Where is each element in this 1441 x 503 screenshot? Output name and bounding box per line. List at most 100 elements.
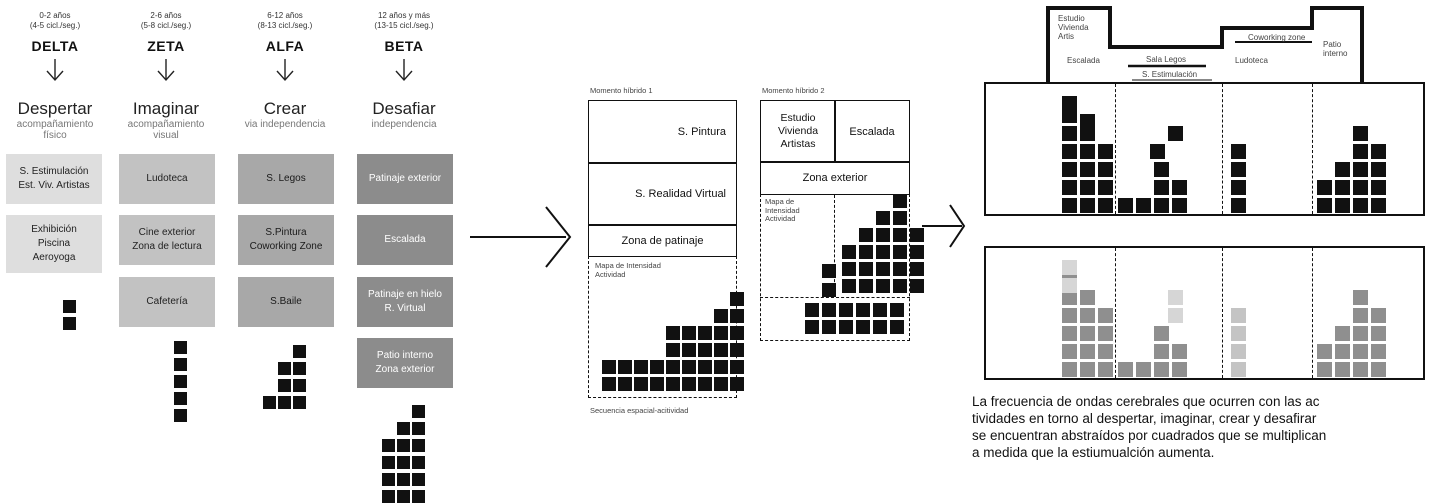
hybrid1-intensity-square: [698, 360, 712, 374]
stage-activity-box: S. Estimulación Est. Viv. Artistas: [6, 154, 102, 204]
band-intensity-square: [1098, 344, 1113, 359]
stage-age: 6-12 años: [267, 11, 303, 20]
band-intensity-square: [1353, 308, 1368, 323]
stage-subtitle: via independencia: [244, 119, 326, 130]
stage-subtitle: acompañamiento visual: [127, 119, 205, 141]
stage-intensity-square: [173, 341, 187, 354]
hybrid2-intensity-square: [822, 320, 836, 334]
stage-intensity-square: [381, 490, 395, 503]
band-intensity-square: [1353, 290, 1368, 305]
hybrid2-intensity-square: [859, 279, 873, 293]
hybrid1-intensity-square: [666, 377, 680, 391]
band-divider: [1312, 84, 1313, 214]
stage-verb: Imaginar: [132, 99, 200, 118]
hybrid2-intensity-square: [839, 303, 853, 317]
hybrid1-title: Momento híbrido 1: [590, 86, 653, 95]
stage-intensity-square: [62, 300, 76, 313]
band-intensity-square: [1335, 326, 1350, 341]
stage-intensity-square: [62, 317, 76, 330]
band-intensity-square: [1353, 198, 1368, 213]
band-intensity-square: [1098, 308, 1113, 323]
stage-name: ALFA: [265, 38, 305, 54]
band-intensity-square: [1168, 308, 1183, 323]
band-passive: [984, 246, 1425, 380]
stage-name: ZETA: [147, 38, 185, 54]
stage-subtitle: independencia: [371, 119, 437, 130]
band-intensity-square: [1371, 180, 1386, 195]
stage-intensity-square: [173, 358, 187, 371]
stage-intensity-square: [277, 362, 291, 375]
band-intensity-square: [1353, 144, 1368, 159]
stage-frequency: (5-8 cicl./seg.): [140, 21, 192, 30]
hybrid1-map-label: Mapa de Intensidad Actividad: [595, 261, 661, 279]
stage-intensity-square: [277, 396, 291, 409]
band-intensity-square: [1062, 180, 1077, 195]
band-intensity-square: [1335, 344, 1350, 359]
hybrid1-intensity-square: [602, 360, 616, 374]
hybrid1-intensity-square: [730, 292, 744, 306]
hybrid1-intensity-square: [682, 360, 696, 374]
band-intensity-square: [1154, 162, 1169, 177]
hybrid1-intensity-square: [714, 326, 728, 340]
plan-label-patio: Patio interno: [1323, 40, 1348, 58]
stage-intensity-square: [396, 456, 410, 469]
hybrid1-intensity-square: [666, 326, 680, 340]
plan-label-estudio: Estudio Vivienda Artis: [1058, 14, 1089, 41]
hybrid1-intensity-square: [682, 326, 696, 340]
band-active: [984, 82, 1425, 216]
hybrid2-intensity-map: [760, 194, 910, 341]
band-intensity-square: [1154, 180, 1169, 195]
hybrid1-intensity-square: [682, 377, 696, 391]
band-intensity-square: [1353, 362, 1368, 377]
band-intensity-square: [1154, 362, 1169, 377]
band-intensity-square: [1353, 162, 1368, 177]
stage-verb: Despertar: [17, 99, 93, 118]
band-intensity-square: [1371, 344, 1386, 359]
hybrid2-intensity-square: [822, 283, 836, 297]
hybrid1-intensity-square: [730, 309, 744, 323]
hybrid2-room-escalada: Escalada: [834, 100, 910, 163]
band-intensity-square: [1353, 344, 1368, 359]
hybrid2-map-divider: [834, 195, 835, 297]
band-intensity-square: [1335, 362, 1350, 377]
stage-age: 12 años y más: [377, 11, 431, 20]
band-intensity-square: [1168, 290, 1183, 305]
band-intensity-square: [1098, 180, 1113, 195]
band-intensity-square: [1062, 308, 1077, 323]
hybrid2-map-hline: [760, 297, 910, 298]
hybrid2-intensity-square: [893, 211, 907, 225]
band-intensity-square: [1062, 126, 1077, 141]
band-divider: [1222, 84, 1223, 214]
stage-intensity-square: [411, 490, 425, 503]
band-divider: [1115, 248, 1116, 378]
band-intensity-square: [1118, 362, 1133, 377]
hybrid1-intensity-square: [714, 360, 728, 374]
stage-intensity-square: [396, 490, 410, 503]
hybrid2-room-estudio: Estudio Vivienda Artistas: [760, 100, 836, 163]
band-divider: [1312, 248, 1313, 378]
stage-intensity-square: [381, 473, 395, 486]
band-intensity-square: [1080, 114, 1095, 129]
stage-activity-box: Escalada: [357, 215, 453, 265]
hybrid2-room-zona: Zona exterior: [760, 161, 910, 195]
hybrid2-title: Momento híbrido 2: [762, 86, 825, 95]
hybrid1-intensity-square: [602, 377, 616, 391]
hybrid2-intensity-square: [873, 320, 887, 334]
stage-intensity-square: [411, 439, 425, 452]
hybrid1-intensity-square: [730, 377, 744, 391]
stage-activity-box: Patinaje exterior: [357, 154, 453, 204]
band-intensity-square: [1231, 162, 1246, 177]
band-intensity-square: [1172, 344, 1187, 359]
hybrid2-intensity-square: [842, 262, 856, 276]
band-intensity-square: [1098, 198, 1113, 213]
stage-frequency: (13-15 cicl./seg.): [374, 21, 434, 30]
band-intensity-square: [1080, 198, 1095, 213]
stage-intensity-square: [411, 473, 425, 486]
band-intensity-square: [1172, 198, 1187, 213]
hybrid2-intensity-square: [842, 279, 856, 293]
band-intensity-square: [1371, 198, 1386, 213]
band-intensity-square: [1062, 326, 1077, 341]
band-intensity-square: [1154, 198, 1169, 213]
band-intensity-square: [1371, 326, 1386, 341]
hybrid2-intensity-square: [910, 262, 924, 276]
